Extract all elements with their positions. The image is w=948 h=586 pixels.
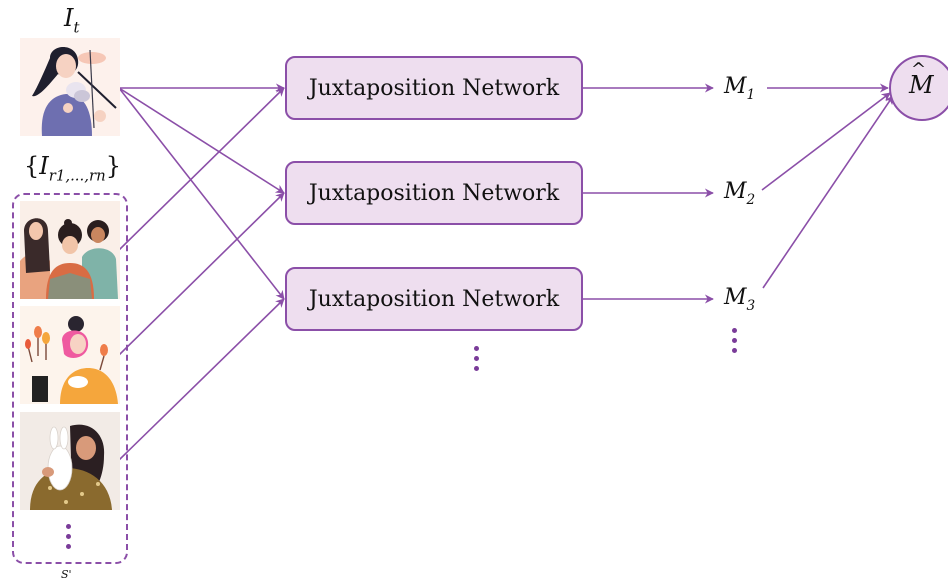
- juxtaposition-network-3: Juxtaposition Network: [285, 267, 583, 331]
- woman-with-flowers-illustration: [20, 306, 120, 404]
- target-image: [20, 38, 120, 136]
- reference-set-label: {Ir1,...,rn}: [24, 152, 121, 185]
- arrow-ref-3-to-net-3: [118, 298, 285, 461]
- three-women-illustration: [20, 201, 120, 299]
- reference-set-name: S': [61, 568, 72, 581]
- reference-image-3: [20, 412, 120, 510]
- arrow-m3-to-aggregate: [762, 95, 894, 289]
- juxtaposition-network-2: Juxtaposition Network: [285, 161, 583, 225]
- arrow-target-to-net-2: [118, 87, 285, 194]
- aggregate-output-node: ^M: [889, 55, 948, 121]
- violinist-illustration: [20, 38, 120, 136]
- arrow-ref-1-to-net-1: [118, 87, 285, 251]
- aggregate-output-label: ^M: [909, 59, 934, 99]
- woman-with-rabbit-illustration: [20, 412, 120, 510]
- arrow-ref-2-to-net-2: [118, 192, 285, 356]
- reference-set-more-indicator: [66, 524, 72, 554]
- reference-image-1: [20, 201, 120, 299]
- reference-image-2: [20, 306, 120, 404]
- output-m2-label: M2: [724, 179, 756, 209]
- arrow-m2-to-aggregate: [761, 92, 891, 191]
- arrow-target-to-net-3: [118, 87, 285, 300]
- juxtaposition-network-1: Juxtaposition Network: [285, 56, 583, 120]
- output-m3-label: M3: [724, 285, 756, 315]
- networks-more-indicator: [474, 346, 480, 376]
- target-image-label: It: [64, 4, 80, 37]
- output-m1-label: M1: [724, 74, 756, 104]
- outputs-more-indicator: [732, 328, 738, 358]
- reference-set-frame: [12, 193, 128, 564]
